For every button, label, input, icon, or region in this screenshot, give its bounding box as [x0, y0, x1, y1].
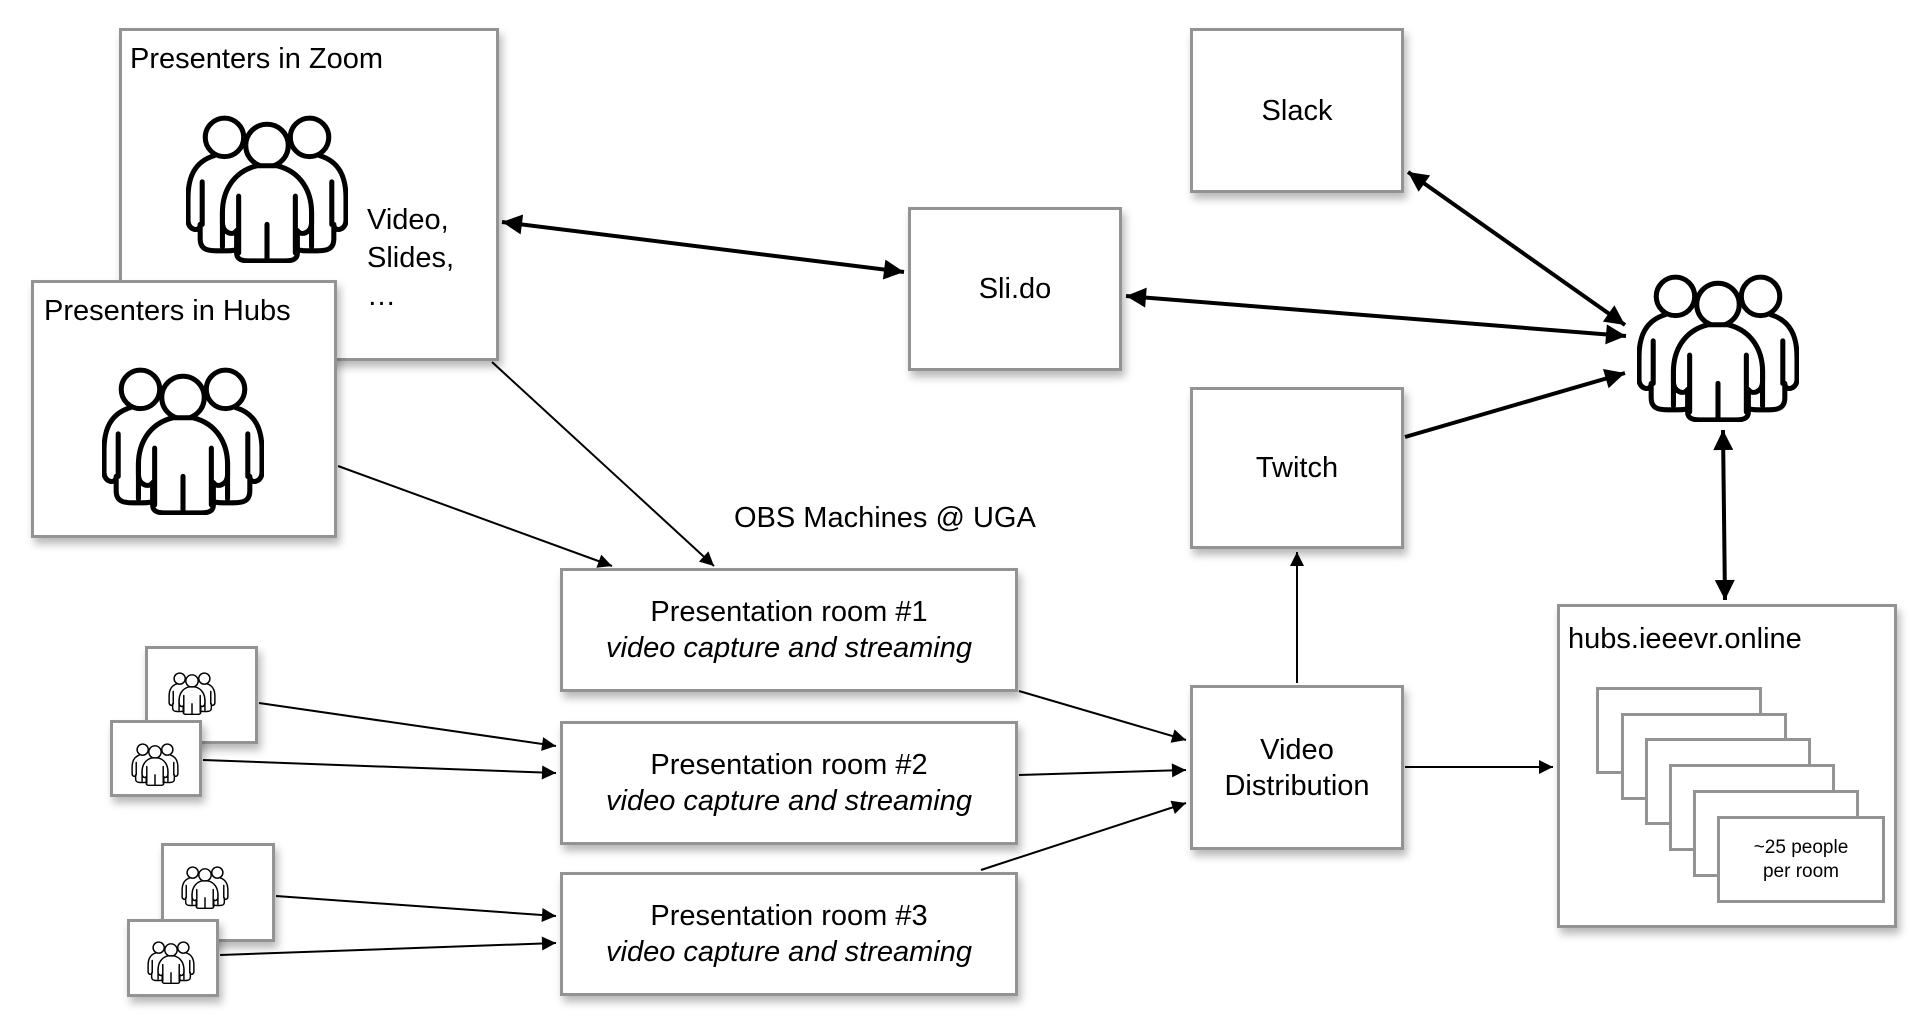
room-capacity-line2: per room: [1762, 860, 1840, 882]
twitch-box: Twitch: [1190, 387, 1404, 549]
twitch-label: Twitch: [1255, 452, 1339, 484]
edge-audience-hubs: [1713, 429, 1735, 601]
media-note-line-video: Video,: [367, 204, 449, 236]
hubs-online-box: hubs.ieeevr.online ~25 people per room: [1557, 604, 1897, 928]
edge-hubs-room1: [337, 465, 613, 568]
room-title: Presentation room #3: [650, 900, 928, 932]
room-title: Presentation room #1: [650, 596, 928, 628]
presentation-room-3-box: Presentation room #3 video capture and s…: [560, 872, 1018, 996]
room-subtitle: video capture and streaming: [606, 632, 972, 664]
hubs-room-card-front: ~25 people per room: [1717, 816, 1885, 903]
presentation-room-2-box: Presentation room #2 video capture and s…: [560, 721, 1018, 845]
slido-box: Sli.do: [908, 207, 1122, 371]
edge-room3-distribution: [980, 800, 1187, 871]
edge-room2-distribution: [1018, 763, 1187, 778]
presenters-in-hubs-title: Presenters in Hubs: [44, 295, 291, 327]
presentation-room-1-box: Presentation room #1 video capture and s…: [560, 568, 1018, 692]
room-subtitle: video capture and streaming: [606, 936, 972, 968]
edge-remote-a-room2: [258, 702, 557, 751]
room-title: Presentation room #2: [650, 749, 928, 781]
media-note: Video, Slides, …: [367, 201, 454, 315]
video-distribution-line2: Distribution: [1224, 769, 1370, 802]
hubs-online-title: hubs.ieeevr.online: [1568, 623, 1802, 655]
room-subtitle: video capture and streaming: [606, 785, 972, 817]
slack-box: Slack: [1190, 28, 1404, 193]
edge-zoom-slido: [501, 214, 905, 280]
slack-label: Slack: [1261, 94, 1333, 127]
edge-room1-distribution: [1018, 690, 1187, 743]
edge-remote-b-room2: [202, 759, 557, 780]
room-capacity-line1: ~25 people: [1753, 836, 1849, 858]
edge-slack-audience: [1406, 170, 1627, 327]
edge-slido-audience: [1125, 287, 1627, 345]
obs-machines-label: OBS Machines @ UGA: [734, 502, 1036, 534]
remote-presenter-box-b: [110, 720, 202, 797]
slido-label: Sli.do: [978, 273, 1052, 305]
presenters-in-hubs-box: Presenters in Hubs: [31, 280, 337, 538]
edge-remote-d-room3: [219, 936, 557, 956]
edge-zoom-room1: [491, 361, 715, 567]
edge-remote-c-room3: [275, 895, 557, 922]
edge-twitch-audience: [1404, 368, 1626, 439]
media-note-line-ellipsis: …: [367, 280, 396, 312]
media-note-line-slides: Slides,: [367, 242, 455, 274]
video-distribution-box: Video Distribution: [1190, 685, 1404, 850]
video-distribution-line1: Video: [1260, 733, 1334, 766]
remote-presenter-box-d: [127, 919, 219, 997]
presenters-in-zoom-title: Presenters in Zoom: [130, 43, 384, 75]
